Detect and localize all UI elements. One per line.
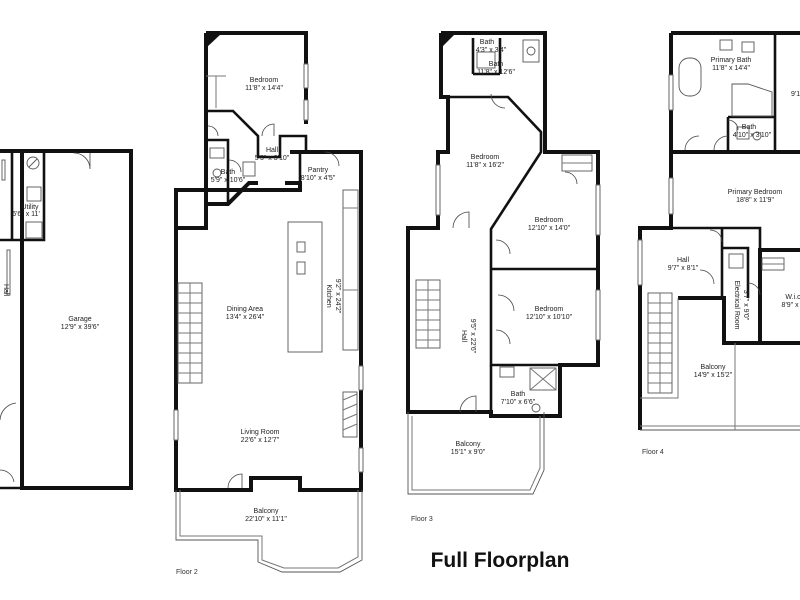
room-dim-living: 22'6" x 12'7" [241, 437, 280, 444]
room-name-f3-bedroom-2: Bedroom [535, 217, 564, 224]
garage-block [0, 149, 133, 490]
room-dim-f2-balcony: 22'10" x 11'1" [245, 516, 287, 523]
room-dim-f3-bedroom-3: 12'10" x 10'10" [526, 314, 573, 321]
room-dim-dining: 13'4" x 26'4" [226, 314, 265, 321]
floor-2-stairs [177, 282, 203, 384]
room-dim-f4-balcony: 14'9" x 15'2" [694, 372, 733, 379]
room-name-dining: Dining Area [227, 306, 263, 313]
room-name-f3-bedroom-1: Bedroom [471, 154, 500, 161]
floor-label-4: Floor 4 [642, 449, 664, 456]
room-name-f2-balcony: Balcony [254, 508, 279, 515]
room-name-utility: Utility [21, 204, 39, 211]
floor-2 [173, 31, 364, 573]
floor-4-stairs [647, 292, 673, 394]
room-dim-utility: 6'6" x 11' [12, 211, 40, 218]
room-name-kitchen: Kitchen [325, 284, 332, 307]
room-dim-garage: 12'9" x 39'6" [61, 324, 100, 331]
room-name-f4-bath: Bath [742, 124, 757, 131]
room-name-f2-hall: Hall [266, 147, 279, 154]
room-name-living: Living Room [241, 429, 280, 436]
room-name-primary-bedroom: Primary Bedroom [728, 189, 783, 196]
room-dim-f3-bath-3: 7'10" x 6'6" [501, 399, 536, 406]
room-dim-kitchen: 9'2" x 24'2" [334, 279, 341, 314]
room-dim-f3-bedroom-2: 12'10" x 14'0" [528, 225, 571, 232]
room-dim-f3-bedroom-1: 11'8" x 16'2" [466, 162, 504, 169]
room-dim-f3-balcony: 15'1" x 9'0" [451, 449, 486, 456]
room-name-garage: Garage [68, 316, 91, 323]
room-name-hall-left: Hall [2, 284, 9, 297]
room-name-f3-bath-2: Bath [489, 61, 504, 68]
floor-labels: Floor 2 Floor 3 Floor 4 [176, 449, 664, 576]
room-dim-f3-bath-top: 4'3" x 3'4" [476, 47, 507, 54]
room-dim-f2-hall: 5'5" x 3'10" [255, 155, 290, 162]
partial-label-f4-partial: 9'1 [791, 91, 800, 98]
room-name-f2-bath: Bath [221, 169, 236, 176]
floor-label-2: Floor 2 [176, 569, 198, 576]
floor-3-stairs [415, 279, 441, 349]
room-name-f3-balcony: Balcony [456, 441, 481, 448]
room-name-f3-bath-3: Bath [511, 391, 526, 398]
room-dim-f2-bath: 5'9" x 10'6" [211, 177, 246, 184]
room-dim-f4-bath: 4'10" x 3'10" [733, 132, 772, 139]
floor-label-3: Floor 3 [411, 516, 433, 523]
room-name-electrical: Electrical Room [733, 280, 740, 329]
room-dim-pantry: 8'10" x 4'5" [301, 175, 336, 182]
room-dim-f3-bath-2: 11'8" x 12'6" [477, 69, 515, 76]
room-name-f3-bath-top: Bath [480, 39, 495, 46]
room-dim-f3-hall: 9'5" x 22'6" [469, 319, 476, 354]
room-name-w-i-c: W.i.c [785, 294, 800, 301]
room-dim-primary-bath: 11'8" x 14'4" [712, 65, 750, 72]
room-name-pantry: Pantry [308, 167, 329, 174]
room-dim-f4-hall: 9'7" x 8'1" [668, 265, 699, 272]
room-name-f3-bedroom-3: Bedroom [535, 306, 564, 313]
room-name-f3-hall: Hall [460, 330, 467, 343]
room-name-primary-bath: Primary Bath [711, 57, 752, 64]
room-dim-f2-bedroom: 11'8" x 14'4" [245, 85, 283, 92]
room-dim-electrical: 3'7" x 9'0" [742, 290, 749, 321]
room-name-f4-balcony: Balcony [701, 364, 726, 371]
room-dim-primary-bedroom: 18'8" x 11'9" [736, 197, 774, 204]
floor-4 [637, 31, 800, 431]
plan-title: Full Floorplan [431, 549, 570, 572]
room-dim-w-i-c: 8'9" x 1 [782, 302, 800, 309]
room-name-f2-bedroom: Bedroom [250, 77, 279, 84]
floor-3 [406, 31, 601, 495]
room-name-f4-hall: Hall [677, 257, 690, 264]
